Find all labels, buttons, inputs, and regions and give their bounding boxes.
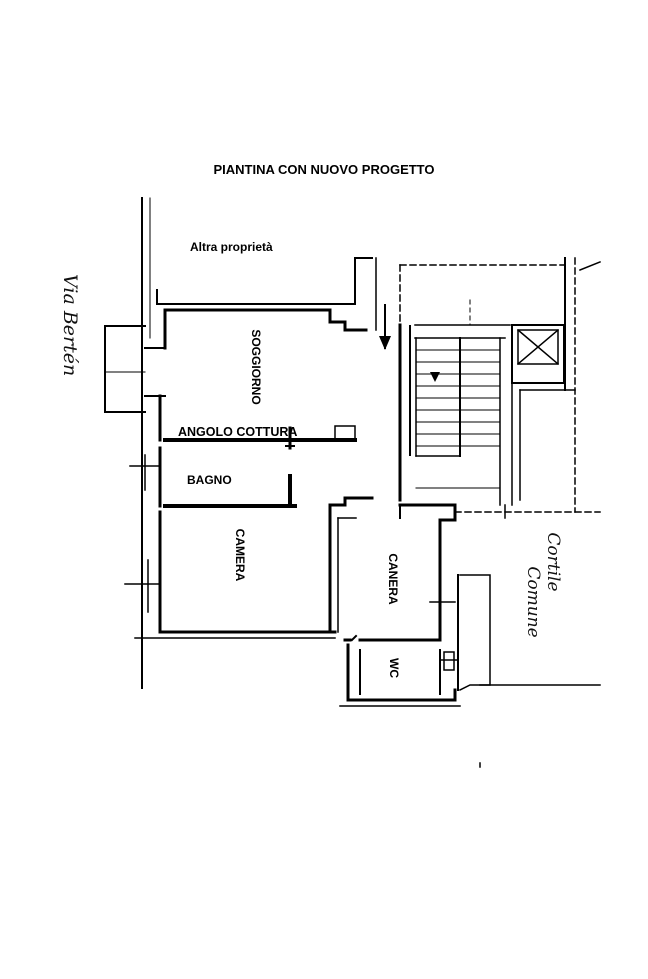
label-wc: WC xyxy=(387,658,401,678)
label-soggiorno: SOGGIORNO xyxy=(249,329,263,405)
label-camera: CAMERA xyxy=(233,528,247,582)
page-title: PIANTINA CON NUOVO PROGETTO xyxy=(213,162,435,177)
label-bagno: BAGNO xyxy=(187,473,232,487)
label-altra-proprieta: Altra proprietà xyxy=(190,240,273,254)
handwritten-cortile: Cortile xyxy=(543,532,563,592)
handwritten-street-name: Via Bertén xyxy=(59,274,81,377)
label-angolo-cottura: ANGOLO COTTURA xyxy=(178,425,298,439)
label-canera: CANERA xyxy=(386,553,400,605)
handwritten-comune: Comune xyxy=(523,566,543,638)
